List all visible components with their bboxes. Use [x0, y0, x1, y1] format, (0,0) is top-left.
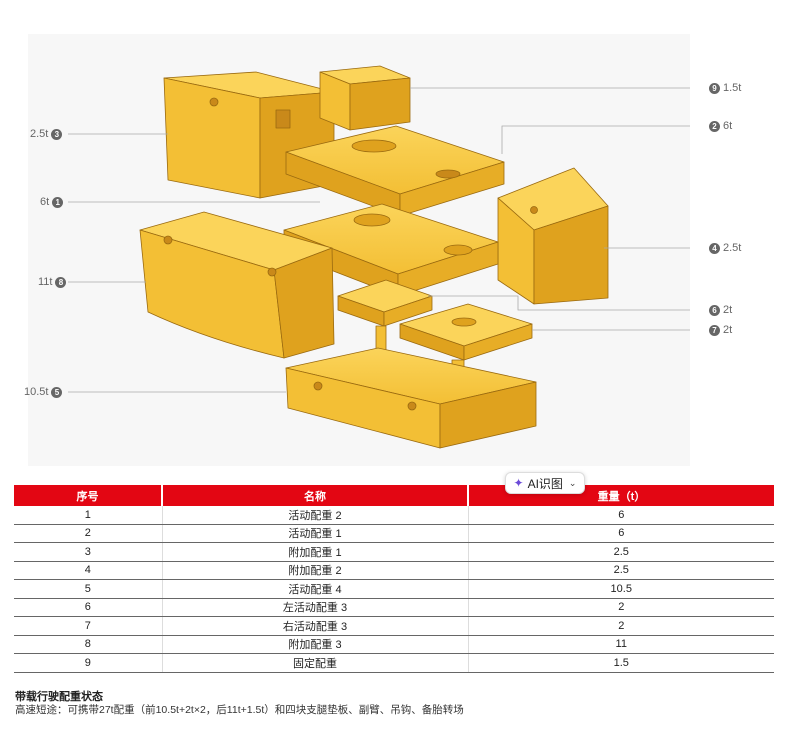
- callout-number: 1: [52, 196, 64, 208]
- cell-index: 3: [14, 542, 163, 562]
- cell-name: 活动配重 2: [162, 506, 469, 525]
- cell-weight: 2: [468, 598, 774, 617]
- callout-number: 9: [709, 82, 720, 94]
- counterweight-piece-9: [319, 65, 411, 131]
- table-row: 7 右活动配重 3 2: [14, 616, 774, 636]
- callout-piece-3: 2.5t 3: [30, 127, 65, 141]
- callout-weight: 2.5t: [723, 242, 742, 254]
- callout-piece-6: 6 2t: [706, 303, 732, 317]
- callout-weight: 2t: [723, 304, 733, 316]
- cell-name: 附加配重 2: [162, 561, 469, 580]
- cell-weight: 1.5: [468, 653, 774, 673]
- note-title: 带载行驶配重状态: [15, 691, 103, 703]
- counterweight-piece-7: [399, 303, 533, 395]
- cell-name: 附加配重 1: [162, 542, 469, 562]
- cell-name: 活动配重 1: [162, 524, 469, 543]
- callout-weight: 10.5t: [24, 386, 49, 398]
- cell-name: 固定配重: [162, 653, 469, 673]
- cell-name: 右活动配重 3: [162, 616, 469, 636]
- table-header-row: 序号 名称 重量（t）: [14, 485, 774, 506]
- callout-number: 7: [709, 324, 720, 336]
- ai-recognize-label: AI识图: [527, 476, 563, 491]
- cell-weight: 2.5: [468, 542, 774, 562]
- callout-number: 8: [55, 276, 67, 288]
- cell-name: 附加配重 3: [162, 635, 469, 654]
- table-row: 1 活动配重 2 6: [14, 506, 774, 525]
- cell-index: 4: [14, 561, 163, 580]
- callout-number: 2: [709, 120, 720, 132]
- cell-index: 9: [14, 653, 163, 673]
- counterweight-piece-8: [139, 211, 335, 359]
- table-row: 5 活动配重 4 10.5: [14, 579, 774, 599]
- callout-weight: 1.5t: [723, 82, 742, 94]
- callout-piece-2: 2 6t: [706, 119, 732, 133]
- table-row: 2 活动配重 1 6: [14, 524, 774, 543]
- table-row: 3 附加配重 1 2.5: [14, 542, 774, 562]
- callout-piece-9: 9 1.5t: [706, 81, 741, 95]
- callout-number: 5: [51, 386, 63, 398]
- cell-weight: 6: [468, 506, 774, 525]
- cell-name: 活动配重 4: [162, 579, 469, 599]
- callout-weight: 2.5t: [30, 128, 49, 140]
- counterweight-piece-4: [497, 167, 609, 305]
- counterweight-table: 序号 名称 重量（t） 1 活动配重 2 6 2 活动配重 1 6 3 附加配重…: [14, 485, 774, 673]
- callout-weight: 6t: [723, 120, 733, 132]
- cell-weight: 11: [468, 635, 774, 654]
- cell-weight: 2.5: [468, 561, 774, 580]
- cell-index: 7: [14, 616, 163, 636]
- callout-weight: 6t: [40, 196, 50, 208]
- ai-recognize-button[interactable]: ✦ AI识图 ⌄: [505, 472, 585, 494]
- ai-sparkle-icon: ✦: [513, 476, 524, 490]
- callout-leader-lines: [68, 87, 690, 393]
- cell-index: 8: [14, 635, 163, 654]
- callout-number: 4: [709, 242, 720, 254]
- cell-weight: 6: [468, 524, 774, 543]
- callout-weight: 2t: [723, 324, 733, 336]
- note-text: 高速短途：可携带27t配重（前10.5t+2t×2，后11t+1.5t）和四块支…: [15, 704, 464, 716]
- cell-index: 1: [14, 506, 163, 525]
- table-row: 9 固定配重 1.5: [14, 653, 774, 673]
- chevron-down-icon: ⌄: [568, 477, 577, 488]
- counterweight-piece-2: [285, 125, 505, 217]
- callout-piece-4: 4 2.5t: [706, 241, 741, 255]
- column-header-name: 名称: [162, 485, 469, 506]
- cell-index: 6: [14, 598, 163, 617]
- cell-index: 5: [14, 579, 163, 599]
- callout-weight: 11t: [38, 276, 53, 288]
- counterweight-piece-6: [337, 279, 433, 367]
- callout-piece-7: 7 2t: [706, 323, 732, 337]
- table-row: 4 附加配重 2 2.5: [14, 561, 774, 580]
- counterweight-illustration: 9 1.5t 2 6t 2.5t 3 6t 1 4 2.5t 11t 8 6 2…: [24, 34, 741, 466]
- counterweight-diagram: [68, 65, 690, 449]
- callout-piece-1: 6t 1: [40, 195, 66, 209]
- callout-piece-5: 10.5t 5: [24, 385, 65, 399]
- cell-index: 2: [14, 524, 163, 543]
- cell-weight: 10.5: [468, 579, 774, 599]
- cell-weight: 2: [468, 616, 774, 636]
- callout-number: 3: [51, 128, 63, 140]
- table-row: 8 附加配重 3 11: [14, 635, 774, 654]
- counterweight-piece-5: [285, 347, 537, 449]
- callout-number: 6: [709, 304, 720, 316]
- callout-piece-8: 11t 8: [38, 275, 69, 289]
- column-header-index: 序号: [14, 485, 163, 506]
- table-row: 6 左活动配重 3 2: [14, 598, 774, 617]
- cell-name: 左活动配重 3: [162, 598, 469, 617]
